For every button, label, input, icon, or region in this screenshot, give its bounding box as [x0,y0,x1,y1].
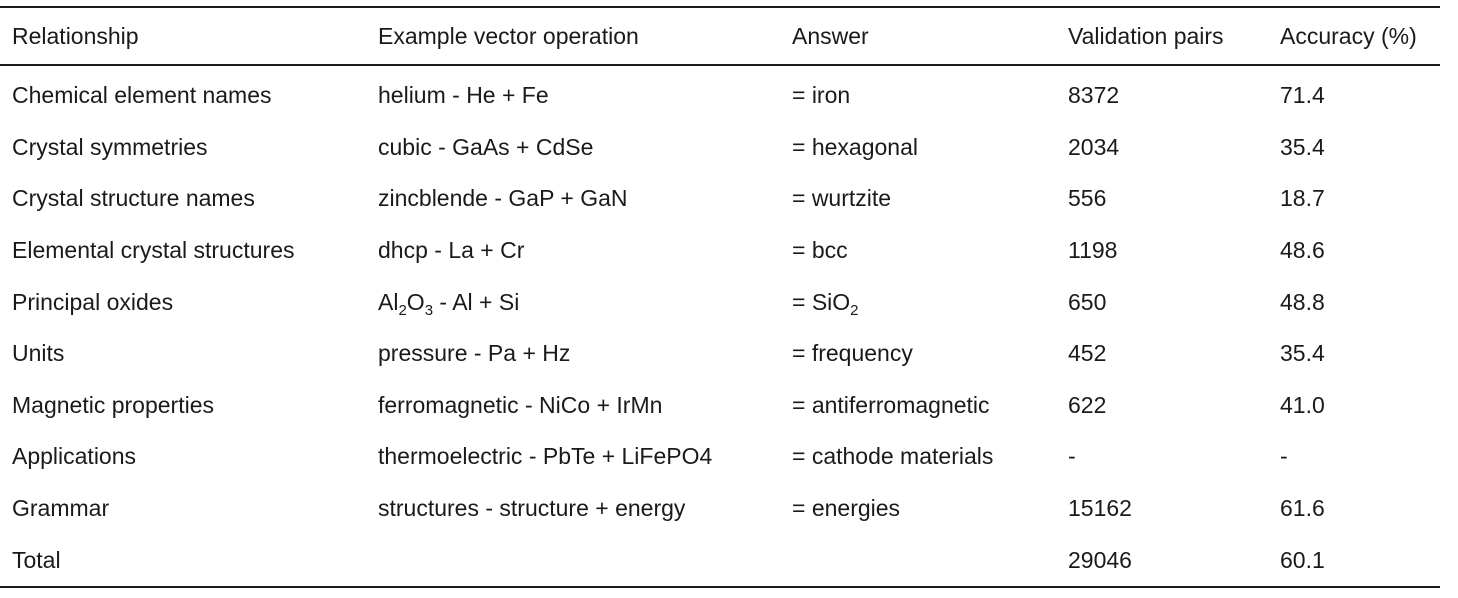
cell-validation-pairs: 622 [1068,391,1107,418]
cell-validation-pairs: 452 [1068,340,1107,367]
cell-validation-pairs: 2034 [1068,133,1120,160]
cell-validation-pairs: 29046 [1068,546,1132,573]
cell-answer: = frequency [792,340,913,367]
cell-relationship: Grammar [12,495,110,522]
cell-answer: = SiO2 [780,276,1056,328]
cell-operation: ferromagnetic - NiCo + IrMn [378,391,663,418]
formula-subscript: 2 [398,301,407,319]
table-row: Magnetic properties ferromagnetic - NiCo… [0,380,1440,432]
cell-relationship: Total [12,546,61,573]
header-answer: Answer [792,22,869,49]
formula-subscript: 3 [424,301,434,319]
cell-accuracy: 35.4 [1280,133,1325,160]
table-header-rule [0,64,1440,66]
table-row-total: Total 29046 60.1 [0,534,1440,586]
cell-operation: thermoelectric - PbTe + LiFePO4 [378,443,713,470]
cell-operation: zincblende - GaP + GaN [378,185,628,212]
cell-answer [780,534,1056,586]
table-row: Principal oxides Al2O3 - Al + Si = SiO2 … [0,276,1440,328]
header-row: Relationship Example vector operation An… [0,8,1440,64]
formula-part: = SiO [792,288,851,315]
cell-accuracy: 71.4 [1280,82,1325,109]
cell-validation-pairs: - [1068,443,1076,470]
cell-operation: cubic - GaAs + CdSe [378,133,594,160]
cell-answer: = energies [792,495,901,522]
cell-validation-pairs: 650 [1068,288,1107,315]
cell-operation: pressure - Pa + Hz [378,340,571,367]
table-row: Crystal structure names zincblende - GaP… [0,173,1440,225]
cell-accuracy: 48.8 [1280,288,1325,315]
table-row: Applications thermoelectric - PbTe + LiF… [0,431,1440,483]
results-table-body: Chemical element names helium - He + Fe … [0,66,1440,586]
cell-accuracy: 60.1 [1280,546,1325,573]
formula-part: - Al + Si [433,288,520,315]
cell-relationship: Units [12,340,65,367]
cell-relationship: Magnetic properties [12,391,214,418]
header-accuracy: Accuracy (%) [1280,22,1417,49]
table-bottom-rule [0,585,1440,588]
cell-relationship: Chemical element names [12,82,272,109]
cell-relationship: Crystal structure names [12,185,255,212]
cell-operation: structures - structure + energy [378,495,686,522]
cell-validation-pairs: 1198 [1068,237,1118,264]
cell-relationship: Principal oxides [12,288,174,315]
formula-part: Al [378,288,399,315]
cell-answer: = iron [792,82,851,109]
table-row: Grammar structures - structure + energy … [0,483,1440,535]
formula-subscript: 2 [850,301,859,319]
table-top-rule [0,6,1440,8]
header-example-operation: Example vector operation [378,22,639,49]
cell-answer: = cathode materials [792,443,994,470]
table-row: Units pressure - Pa + Hz = frequency 452… [0,328,1440,380]
cell-accuracy: 18.7 [1280,185,1325,212]
cell-validation-pairs: 8372 [1068,82,1120,109]
header-validation-pairs: Validation pairs [1068,22,1224,49]
cell-accuracy: - [1280,443,1288,470]
table-row: Elemental crystal structures dhcp - La +… [0,225,1440,277]
cell-validation-pairs: 15162 [1068,495,1132,522]
results-table: Relationship Example vector operation An… [0,8,1440,64]
cell-operation [366,534,780,586]
cell-relationship: Applications [12,443,137,470]
cell-answer: = hexagonal [792,133,918,160]
cell-answer: = bcc [792,237,848,264]
cell-accuracy: 41.0 [1280,391,1325,418]
cell-accuracy: 35.4 [1280,340,1325,367]
cell-relationship: Crystal symmetries [12,133,208,160]
cell-accuracy: 61.6 [1280,495,1325,522]
table-row: Crystal symmetries cubic - GaAs + CdSe =… [0,122,1440,174]
table-header: Relationship Example vector operation An… [0,8,1440,64]
formula-part: O [406,288,425,315]
header-relationship: Relationship [12,22,139,49]
cell-operation: dhcp - La + Cr [378,237,525,264]
cell-accuracy: 48.6 [1280,237,1325,264]
cell-answer: = wurtzite [792,185,892,212]
cell-validation-pairs: 556 [1068,185,1107,212]
cell-relationship: Elemental crystal structures [12,237,295,264]
cell-operation: helium - He + Fe [378,82,549,109]
table-row: Chemical element names helium - He + Fe … [0,66,1440,122]
cell-answer: = antiferromagnetic [792,391,990,418]
results-table-container: Relationship Example vector operation An… [0,6,1440,588]
cell-operation: Al2O3 - Al + Si [366,276,780,328]
